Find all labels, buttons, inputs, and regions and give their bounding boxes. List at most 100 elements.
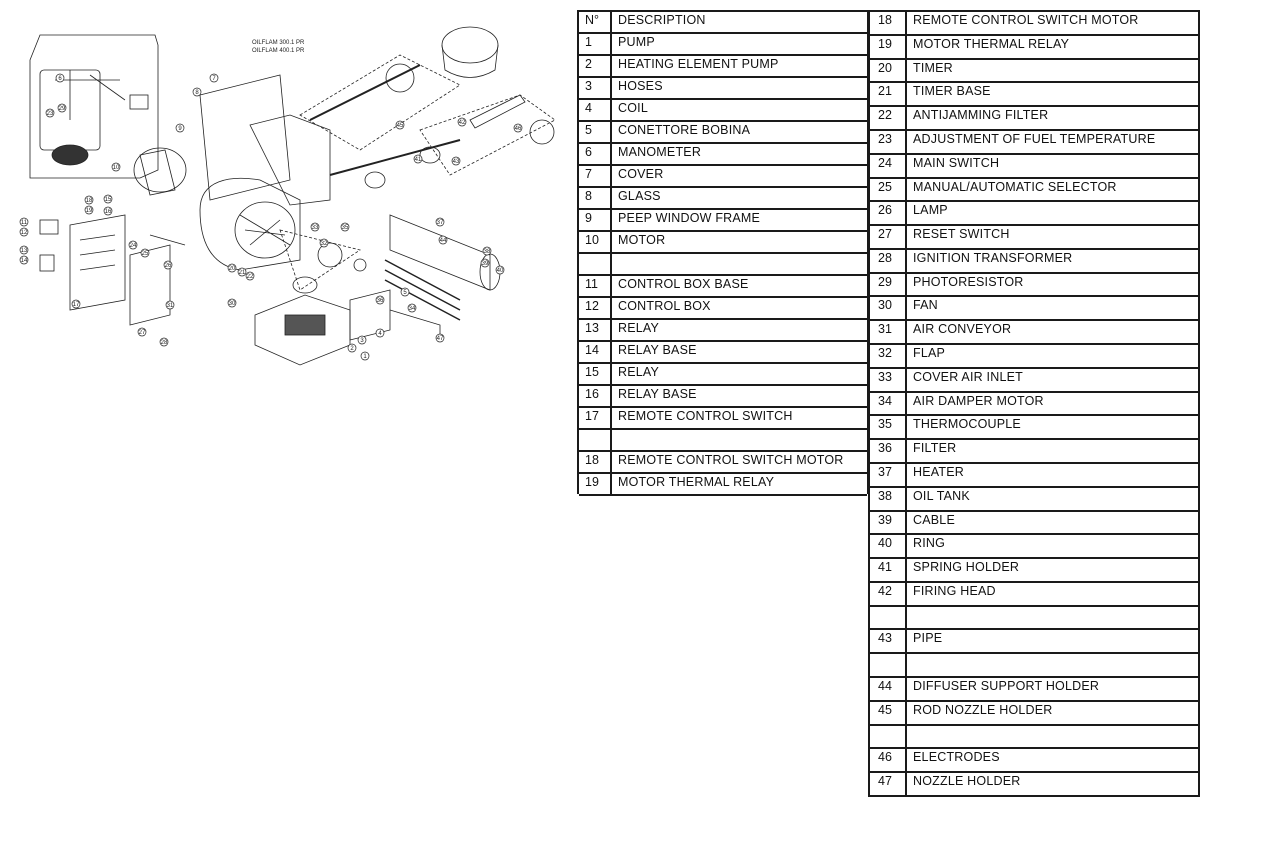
- table-row: 40 RING: [870, 535, 1198, 560]
- part-description: RING: [913, 536, 946, 551]
- callout-46: 46: [513, 123, 523, 133]
- part-number: 28: [878, 250, 892, 265]
- svg-text:15: 15: [105, 197, 112, 203]
- callout-10: 10: [111, 162, 121, 172]
- part-number: 14: [585, 343, 599, 357]
- part-number: 33: [878, 369, 892, 384]
- part-description: RESET SWITCH: [913, 227, 1010, 242]
- svg-text:34: 34: [409, 306, 416, 312]
- callout-37: 37: [435, 217, 445, 227]
- part-description: HOSES: [618, 79, 663, 93]
- part-description: HEATER: [913, 464, 964, 479]
- part-description: PUMP: [618, 35, 655, 49]
- svg-text:5: 5: [403, 290, 407, 296]
- cylinder-part: [441, 26, 499, 64]
- part-description: MOTOR: [618, 233, 666, 247]
- part-number: 10: [585, 233, 599, 247]
- callout-8: 8: [192, 87, 202, 97]
- svg-text:29: 29: [59, 106, 66, 112]
- callout-12: 12: [19, 227, 29, 237]
- table-row: 42 FIRING HEAD: [870, 583, 1198, 607]
- svg-text:4: 4: [378, 331, 382, 337]
- part-description: MOTOR THERMAL RELAY: [913, 36, 1070, 51]
- table-row: 14 RELAY BASE: [579, 342, 867, 364]
- svg-text:10: 10: [113, 165, 120, 171]
- part-description: THERMOCOUPLE: [913, 417, 1021, 432]
- callout-7: 7: [209, 73, 219, 83]
- exploded-parts-diagram: OILFLAM 300.1 PR OILFLAM 400.1 PR 123456…: [19, 26, 556, 366]
- svg-text:39: 39: [482, 261, 489, 267]
- callout-35: 35: [340, 222, 350, 232]
- svg-text:38: 38: [484, 249, 491, 255]
- part-description: GLASS: [618, 189, 661, 203]
- svg-text:13: 13: [21, 248, 28, 254]
- svg-text:19: 19: [86, 208, 93, 214]
- part-number: 42: [878, 583, 892, 598]
- part-description: RELAY: [618, 365, 660, 379]
- callout-24: 24: [128, 240, 138, 250]
- part-description: MANUAL/AUTOMATIC SELECTOR: [913, 179, 1117, 194]
- part-number: 19: [585, 475, 599, 489]
- svg-text:47: 47: [437, 336, 444, 342]
- part-number: 5: [585, 123, 592, 137]
- svg-text:32: 32: [321, 241, 328, 247]
- model-label-2: OILFLAM 400.1 PR: [252, 48, 305, 54]
- part-description: MAIN SWITCH: [913, 155, 1000, 170]
- part-number: 36: [878, 441, 892, 456]
- part-description: FLAP: [913, 346, 946, 361]
- callout-43: 43: [451, 156, 461, 166]
- part-number: 11: [585, 277, 598, 291]
- detail-inset-frame: [29, 34, 159, 179]
- part-description: PIPE: [913, 631, 943, 646]
- svg-text:31: 31: [167, 303, 174, 309]
- model-label-1: OILFLAM 300.1 PR: [252, 40, 305, 46]
- callout-2: 2: [347, 343, 357, 353]
- part-number: 19: [878, 36, 892, 51]
- callout-20: 20: [227, 263, 237, 273]
- part-number: 27: [878, 227, 892, 242]
- part-description: RELAY BASE: [618, 343, 697, 357]
- part-description: DIFFUSER SUPPORT HOLDER: [913, 679, 1100, 694]
- callout-28: 28: [159, 337, 169, 347]
- part-number: 16: [585, 387, 599, 401]
- part-description: FIRING HEAD: [913, 583, 996, 598]
- table-row: 19 MOTOR THERMAL RELAY: [870, 36, 1198, 60]
- callout-15: 15: [103, 194, 113, 204]
- svg-text:44: 44: [440, 238, 447, 244]
- part-number: 43: [878, 631, 892, 646]
- part-number: 3: [585, 79, 592, 93]
- svg-text:9: 9: [178, 126, 182, 132]
- callout-17: 17: [71, 299, 81, 309]
- part-description: IGNITION TRANSFORMER: [913, 250, 1073, 265]
- part-number: 18: [878, 13, 892, 27]
- part-number: 26: [878, 203, 892, 218]
- part-description: TIMER: [913, 60, 953, 75]
- part-number: 21: [878, 84, 892, 99]
- svg-text:46: 46: [515, 126, 522, 132]
- callout-13: 13: [19, 245, 29, 255]
- part-number: 40: [878, 536, 892, 551]
- callout-4: 4: [375, 328, 385, 338]
- callout-39: 39: [480, 258, 490, 268]
- table-header-row: N°DESCRIPTION: [579, 12, 867, 34]
- part-description: ANTIJAMMING FILTER: [913, 108, 1049, 123]
